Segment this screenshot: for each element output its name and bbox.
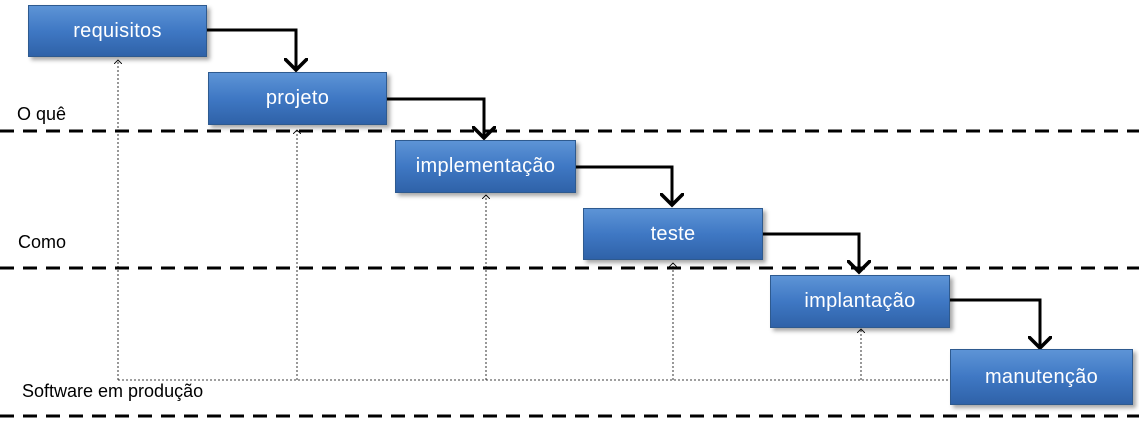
flow-arrow-implementacao-teste bbox=[576, 165, 672, 205]
flow-arrow-projeto-implementacao bbox=[387, 97, 484, 138]
stage-teste: teste bbox=[583, 208, 763, 260]
stage-implantacao: implantação bbox=[770, 275, 950, 328]
flow-arrow-implantacao-manutencao bbox=[950, 298, 1040, 348]
stage-implementacao: implementação bbox=[395, 140, 576, 193]
flow-arrow-teste-implantacao bbox=[763, 232, 859, 272]
stage-manutencao: manutenção bbox=[950, 349, 1133, 405]
stage-requisitos: requisitos bbox=[28, 5, 207, 57]
zone-label-production: Software em produção bbox=[22, 381, 204, 401]
flow-arrow-requisitos-projeto bbox=[207, 28, 296, 70]
zone-label-how: Como bbox=[18, 232, 67, 252]
stage-projeto: projeto bbox=[208, 72, 387, 125]
zone-label-what: O quê bbox=[17, 104, 67, 124]
